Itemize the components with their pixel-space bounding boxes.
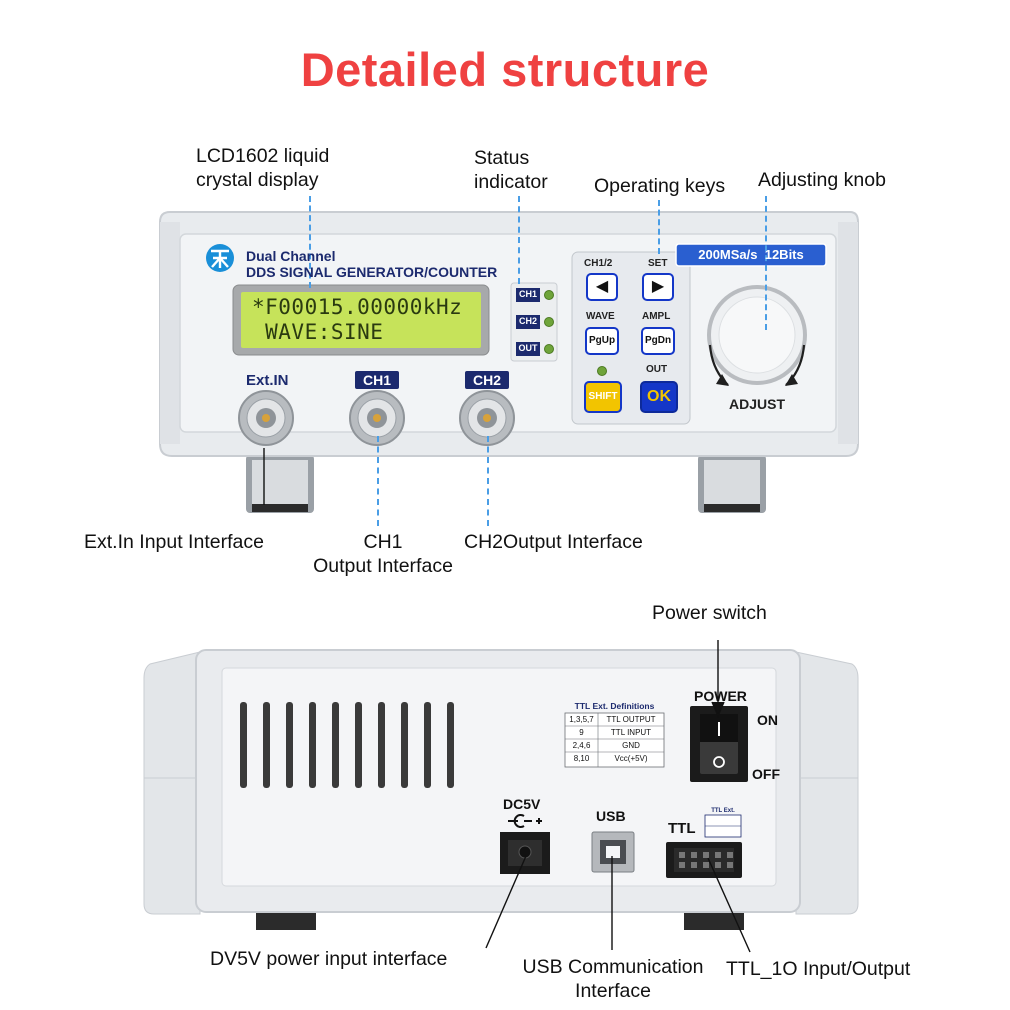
lcd-display [232,284,490,356]
callout-dc: DV5V power input interface [210,948,448,970]
lcd-callout-line [309,196,311,288]
left-arrow-button[interactable]: ◀ [586,273,618,301]
ttl-table-title: TTL Ext. Definitions [574,701,655,711]
extin-bnc-connector [238,390,294,446]
ch1-callout-line [377,436,379,526]
power-label: POWER [694,688,747,704]
ttl-table-pin-3: 2,4,6 [572,741,591,750]
rear-panel [143,649,859,930]
knob-callout-line [765,196,767,330]
status-label-out: OUT [518,343,538,353]
ttl-label: TTL [668,820,696,837]
key-label-ampl: AMPL [642,311,671,322]
ch2-bnc-connector [459,390,515,446]
dc-power-jack [500,814,550,874]
spec-badge-bg [675,243,827,267]
callout-knob: Adjusting knob [758,169,886,191]
callout-ttl: TTL_1O Input/Output [726,958,911,980]
shift-indicator-led [597,366,607,376]
key-label-ch12: CH1/2 [584,258,613,269]
lcd-line-2: WAVE:SINE [252,320,384,344]
ttl-table-fn-3: GND [622,741,640,750]
status-indicators [510,282,558,362]
callout-arrows [263,448,751,953]
shift-button[interactable]: SHIFT [584,381,622,413]
ch1-bnc-connector [349,390,405,446]
ttl-table-pin-1: 1,3,5,7 [569,715,594,724]
adjust-knob[interactable] [707,285,807,386]
key-label-out: OUT [646,364,668,375]
connector-label-ch2: CH2 [465,371,509,389]
ttl-port [666,814,742,878]
ttl-ext-label: TTL Ext. [711,808,735,814]
dc-label: DC5V [503,796,541,812]
keys-callout-line [658,200,660,254]
callout-lcd: LCD1602 liquid crystal display [196,145,330,191]
callout-ch2: CH2Output Interface [464,531,643,553]
spec-badge: 200MSa/s 12Bits [698,247,804,262]
usb-port [591,831,635,873]
callout-power: Power switch [652,602,767,624]
usb-label: USB [596,808,626,824]
ttl-table-fn-4: Vcc(+5V) [614,754,648,763]
ok-button[interactable]: OK [640,381,678,413]
ch2-callout-line [487,436,489,526]
ttl-table-pin-2: 9 [579,728,584,737]
status-callout-line [518,196,520,284]
callout-ch1: CH1 Output Interface [313,531,453,577]
pgdn-button[interactable]: PgDn [641,327,675,355]
ttl-table-fn-1: TTL OUTPUT [606,715,656,724]
lcd-line-1: *F00015.00000kHz [252,295,463,319]
connector-label-ch1: CH1 [355,371,399,389]
key-label-set: SET [648,258,668,269]
ttl-table-pin-4: 8,10 [573,754,590,763]
callout-status: Status indicator [474,147,548,193]
key-label-wave: WAVE [586,311,615,322]
callout-keys: Operating keys [594,175,726,197]
right-arrow-button[interactable]: ▶ [642,273,674,301]
ttl-table-fn-2: TTL INPUT [610,728,652,737]
power-on-label: ON [757,712,778,728]
power-off-label: OFF [752,766,780,782]
power-switch[interactable] [690,706,748,782]
knob-label: ADJUST [728,396,785,412]
brand-logo [206,244,234,272]
callout-usb: USB Communication Interface [522,956,704,1002]
pgup-button[interactable]: PgUp [585,327,619,355]
status-label-ch2: CH2 [518,316,537,326]
connector-label-extin: Ext.IN [246,372,289,389]
status-label-ch1: CH1 [518,289,537,299]
vent-slots [240,702,454,788]
callout-extin: Ext.In Input Interface [84,531,264,553]
page-title: Detailed structure [300,43,710,96]
brand-line-2: DDS SIGNAL GENERATOR/COUNTER [246,264,498,280]
brand-line-1: Dual Channel [246,248,336,264]
bnc-connectors [238,390,515,446]
